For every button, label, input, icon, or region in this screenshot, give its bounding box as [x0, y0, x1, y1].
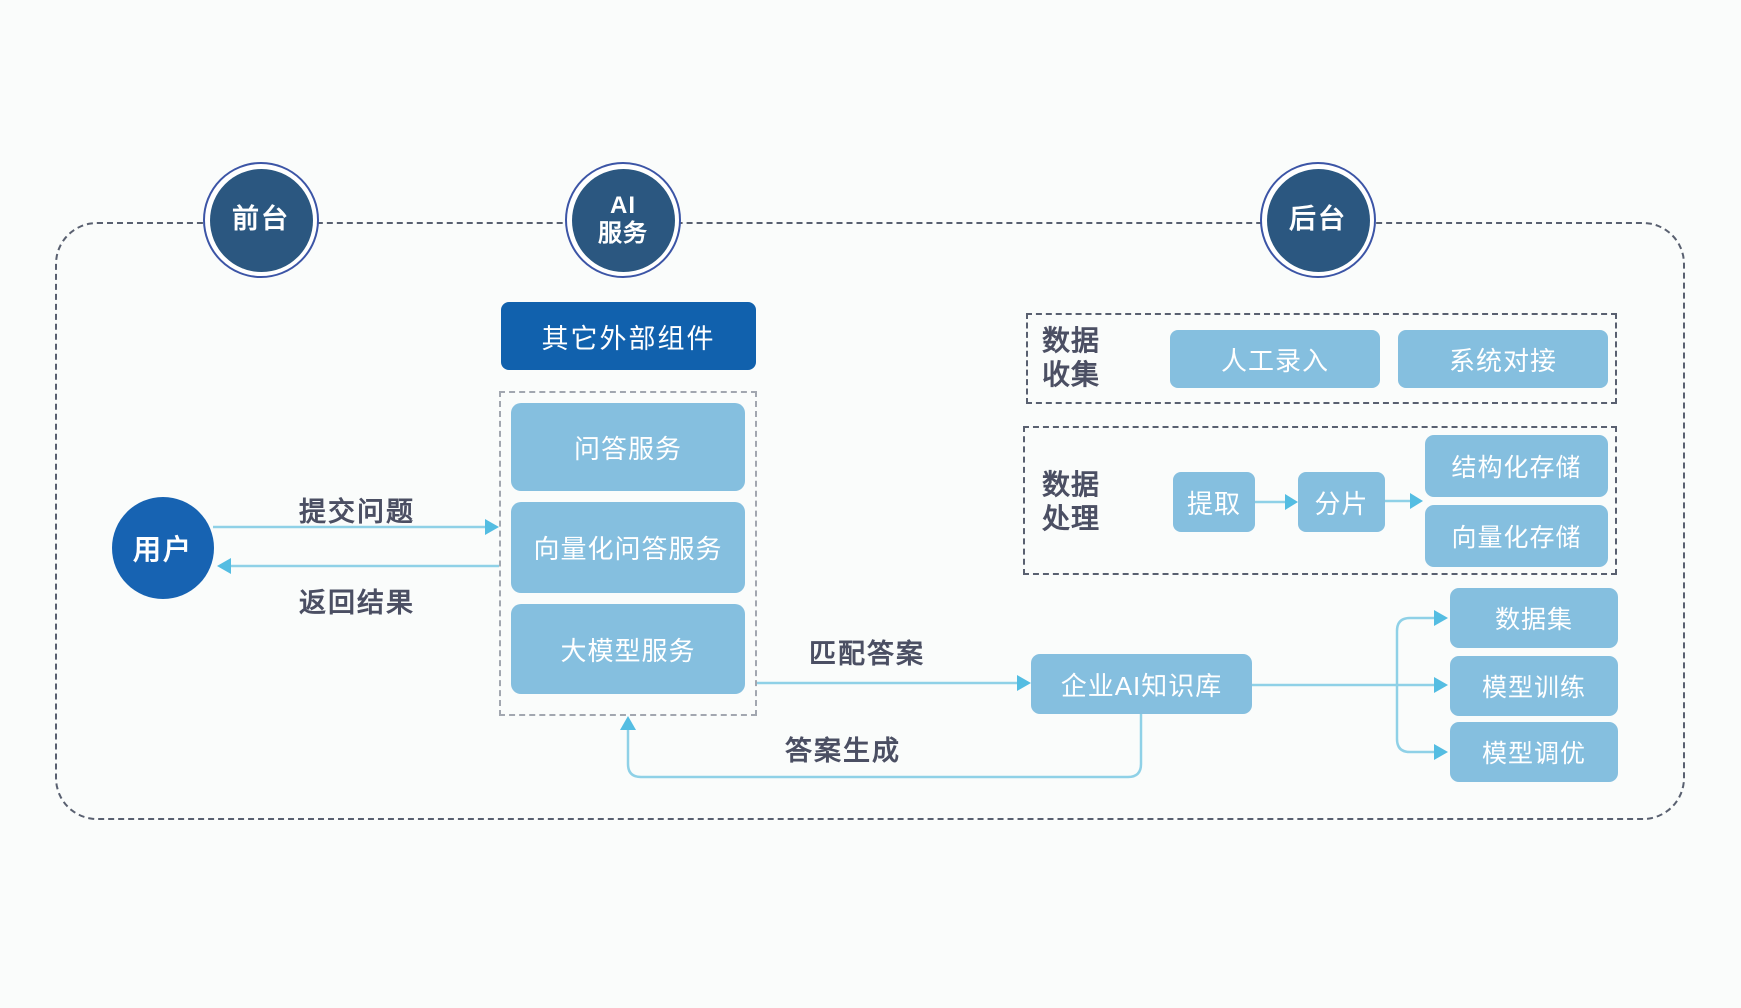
- enterprise-ai-kb-node: 企业AI知识库: [1031, 654, 1252, 714]
- qa-service-node: 问答服务: [511, 403, 745, 491]
- lane-frontend-label: 前台: [209, 168, 313, 272]
- data-collection-group: [1026, 313, 1617, 404]
- model-training-node: 模型训练: [1450, 656, 1618, 716]
- data-collection-title: 数据 收集: [1042, 324, 1100, 392]
- user-node: 用户: [112, 497, 214, 599]
- model-tuning-node: 模型调优: [1450, 722, 1618, 782]
- lane-ai-line2: 服务: [598, 220, 648, 247]
- match-answer-label: 匹配答案: [809, 639, 925, 669]
- dataset-node: 数据集: [1450, 588, 1618, 648]
- data-processing-title-line2: 处理: [1042, 503, 1101, 534]
- lane-ai-service-label: AI 服务: [571, 168, 675, 272]
- system-integration-node: 系统对接: [1398, 330, 1608, 388]
- external-components-node: 其它外部组件: [501, 302, 756, 370]
- data-processing-group: [1023, 426, 1617, 575]
- lane-ai-line1: AI: [610, 192, 636, 220]
- return-result-label: 返回结果: [299, 588, 415, 618]
- data-collection-title-line1: 数据: [1042, 325, 1101, 356]
- ai-services-dashed-group: [499, 391, 757, 716]
- lane-circle-ai-service: AI 服务: [565, 162, 681, 278]
- submit-question-label: 提交问题: [299, 497, 415, 527]
- lane-circle-backend: 后台: [1260, 162, 1376, 278]
- lane-circle-frontend: 前台: [203, 162, 319, 278]
- data-processing-title-line1: 数据: [1042, 469, 1101, 500]
- extract-node: 提取: [1173, 472, 1255, 532]
- structured-storage-node: 结构化存储: [1425, 435, 1608, 497]
- manual-entry-node: 人工录入: [1170, 330, 1380, 388]
- shard-node: 分片: [1298, 472, 1385, 532]
- data-collection-title-line2: 收集: [1042, 359, 1101, 390]
- vector-qa-service-node: 向量化问答服务: [511, 502, 745, 593]
- lane-backend-label: 后台: [1266, 168, 1370, 272]
- llm-service-node: 大模型服务: [511, 604, 745, 694]
- outer-dashed-frame: [55, 222, 1685, 820]
- data-processing-title: 数据 处理: [1042, 468, 1100, 536]
- vectorized-storage-node: 向量化存储: [1425, 505, 1608, 567]
- answer-generation-label: 答案生成: [785, 736, 901, 766]
